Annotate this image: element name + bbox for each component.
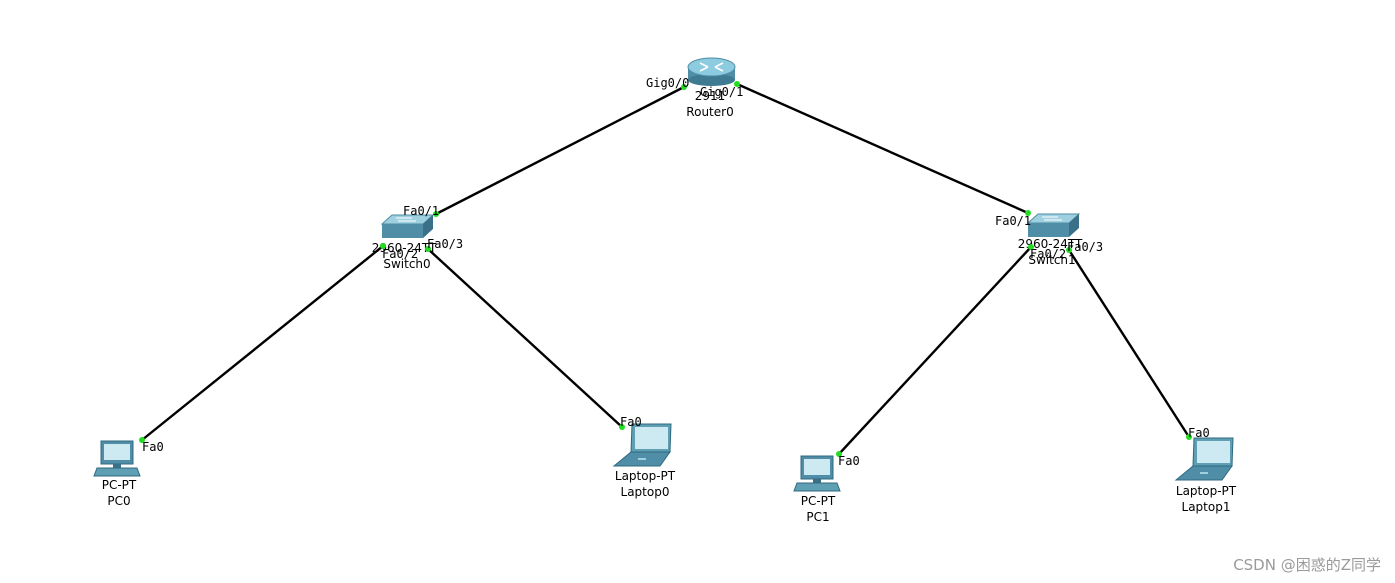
pc1-model-label: PC-PT — [801, 494, 836, 508]
laptop1-name-label: Laptop1 — [1182, 500, 1231, 514]
laptop-icon[interactable] — [612, 423, 672, 467]
port-status-indicator — [1186, 434, 1192, 440]
switch1-model-label: 2960-24TT — [1018, 237, 1083, 251]
port-label-switch1-fa03: Fa0/3 — [1067, 240, 1103, 254]
laptop0-name-label: Laptop0 — [621, 485, 670, 499]
switch1-name-label: Switch1 — [1028, 253, 1075, 267]
link-switch1-laptop1[interactable] — [1067, 249, 1191, 438]
switch-icon[interactable] — [380, 214, 435, 238]
pc0-model-label: PC-PT — [102, 478, 137, 492]
port-status-indicator — [1066, 247, 1072, 253]
laptop0-model-label: Laptop-PT — [615, 469, 676, 483]
link-switch0-laptop0[interactable] — [427, 248, 623, 428]
switch0-model-label: 2960-24TT — [372, 241, 437, 255]
link-router0-switch0[interactable] — [435, 85, 685, 216]
port-label-switch1-fa01: Fa0/1 — [995, 214, 1031, 228]
watermark: CSDN @困惑的Z同学 — [1233, 556, 1381, 574]
link-router0-switch1[interactable] — [736, 82, 1029, 215]
pc1-name-label: PC1 — [806, 510, 829, 524]
port-status-indicator — [425, 246, 431, 252]
port-status-indicator — [1025, 210, 1031, 216]
port-label-laptop1-fa0: Fa0 — [1188, 426, 1210, 440]
switch0-name-label: Switch0 — [383, 257, 430, 271]
router0-model-label: 2911 — [695, 89, 726, 103]
pc0-name-label: PC0 — [107, 494, 130, 508]
port-label-router0-gig00: Gig0/0 — [646, 76, 689, 90]
port-label-switch0-fa03: Fa0/3 — [427, 237, 463, 251]
port-label-router0-gig01: Gig0/1 — [700, 85, 743, 99]
switch-icon[interactable] — [1026, 213, 1081, 237]
link-switch1-pc1[interactable] — [838, 246, 1032, 455]
port-label-switch0-fa01: Fa0/1 — [403, 204, 439, 218]
port-label-pc1-fa0: Fa0 — [838, 454, 860, 468]
router-icon[interactable] — [687, 57, 736, 86]
port-label-switch1-fa02: Fa0/2 — [1030, 247, 1066, 261]
port-status-indicator — [380, 243, 386, 249]
pc-icon[interactable] — [793, 455, 841, 492]
port-status-indicator — [619, 424, 625, 430]
port-status-indicator — [681, 84, 687, 90]
laptop1-model-label: Laptop-PT — [1176, 484, 1237, 498]
port-status-indicator — [1028, 244, 1034, 250]
port-status-indicator — [139, 437, 145, 443]
port-label-laptop0-fa0: Fa0 — [620, 415, 642, 429]
port-label-switch0-fa02: Fa0/2 — [382, 247, 418, 261]
pc-icon[interactable] — [93, 440, 141, 477]
router0-name-label: Router0 — [686, 105, 733, 119]
port-status-indicator — [433, 211, 439, 217]
port-status-indicator — [734, 81, 740, 87]
link-switch0-pc0[interactable] — [141, 245, 384, 441]
laptop-icon[interactable] — [1174, 437, 1234, 481]
port-status-indicator — [836, 451, 842, 457]
port-label-pc0-fa0: Fa0 — [142, 440, 164, 454]
